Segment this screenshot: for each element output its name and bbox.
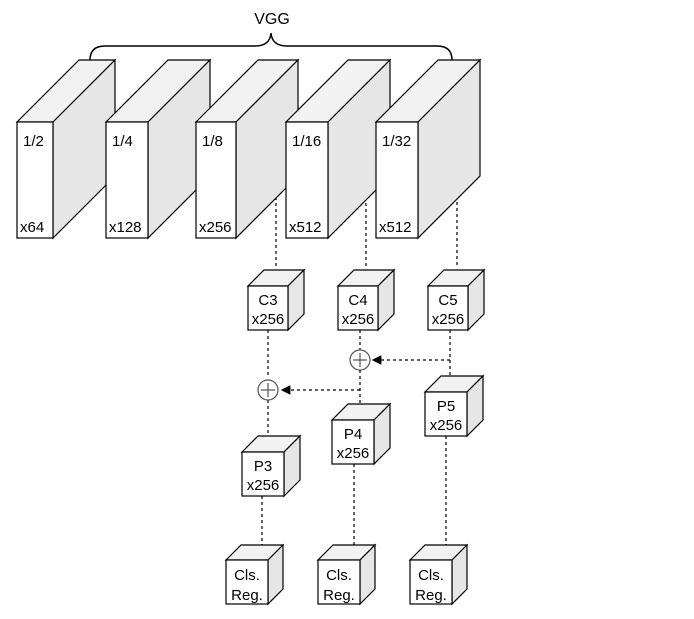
elementwise-add-icon <box>349 349 371 371</box>
pyramid-block-p3: P3 x256 <box>240 434 302 498</box>
lateral-block-c5-face <box>427 285 469 331</box>
vgg-stage-channels: x128 <box>109 219 142 236</box>
vgg-stage-4-face <box>285 121 329 239</box>
pyramid-block-p5: P5 x256 <box>423 374 485 438</box>
vgg-stage-5-face <box>375 121 419 239</box>
lateral-name: C5 <box>438 292 457 309</box>
vgg-stage-2-face <box>105 121 149 239</box>
vgg-stage-5: 1/32 x512 <box>374 58 482 240</box>
lateral-block-c4: C4 x256 <box>336 268 396 332</box>
pyramid-channels: x256 <box>430 417 463 434</box>
vgg-stage-channels: x512 <box>289 219 322 236</box>
vgg-stage-channels: x64 <box>20 219 44 236</box>
vgg-stage-4: 1/16 x512 <box>284 58 392 240</box>
vgg-stage-3: 1/8 x256 <box>194 58 300 240</box>
lateral-channels: x256 <box>432 311 465 328</box>
pyramid-name: P3 <box>254 458 272 475</box>
vgg-stage-1-face <box>16 121 54 239</box>
head-reg-label: Reg. <box>323 587 355 604</box>
lateral-block-c3: C3 x256 <box>246 268 306 332</box>
pyramid-channels: x256 <box>337 445 370 462</box>
head-block-3: Cls. Reg. <box>224 543 285 606</box>
vgg-stage-channels: x256 <box>199 219 232 236</box>
pyramid-name: P4 <box>344 426 362 443</box>
vgg-stage-3-face <box>195 121 237 239</box>
lateral-block-c5: C5 x256 <box>426 268 486 332</box>
pyramid-block-p4-face <box>331 419 375 465</box>
vgg-stage-channels: x512 <box>379 219 412 236</box>
diagram-title: VGG <box>254 11 290 28</box>
vgg-stage-2: 1/4 x128 <box>104 58 212 240</box>
head-cls-label: Cls. <box>326 567 352 584</box>
lateral-block-c4-face <box>337 285 379 331</box>
lateral-name: C3 <box>258 292 277 309</box>
head-reg-label: Reg. <box>231 587 263 604</box>
vgg-stage-scale: 1/2 <box>23 133 44 150</box>
head-block-4-face <box>317 559 361 605</box>
head-block-4: Cls. Reg. <box>316 543 377 606</box>
head-block-5-face <box>409 559 453 605</box>
lateral-block-c3-face <box>247 285 289 331</box>
merge-nodes <box>257 349 371 401</box>
vgg-backbone: 1/2 x64 1/4 x128 1/8 x256 1/16 x512 1/32 x512 <box>15 58 482 240</box>
vgg-stage-scale: 1/4 <box>112 133 133 150</box>
head-cls-label: Cls. <box>234 567 260 584</box>
pyramid-block-p4: P4 x256 <box>330 402 392 466</box>
lateral-channels: x256 <box>342 311 375 328</box>
pyramid-channels: x256 <box>247 477 280 494</box>
vgg-stage-1: 1/2 x64 <box>15 58 117 240</box>
pyramid-block-p3-face <box>241 451 285 497</box>
elementwise-add-icon <box>257 379 279 401</box>
vgg-stage-scale: 1/8 <box>202 133 223 150</box>
vgg-stage-scale: 1/32 <box>382 133 411 150</box>
head-cls-label: Cls. <box>418 567 444 584</box>
lateral-channels: x256 <box>252 311 285 328</box>
lateral-name: C4 <box>348 292 367 309</box>
pyramid-block-p5-face <box>424 391 468 437</box>
pyramid-name: P5 <box>437 398 455 415</box>
vgg-brace <box>89 32 453 61</box>
head-blocks: Cls. Reg. Cls. Reg. Cls. Reg. <box>224 543 469 606</box>
head-block-5: Cls. Reg. <box>408 543 469 606</box>
head-block-3-face <box>225 559 269 605</box>
lateral-blocks: C3 x256 C4 x256 C5 x256 <box>246 268 486 332</box>
head-reg-label: Reg. <box>415 587 447 604</box>
vgg-stage-scale: 1/16 <box>292 133 321 150</box>
